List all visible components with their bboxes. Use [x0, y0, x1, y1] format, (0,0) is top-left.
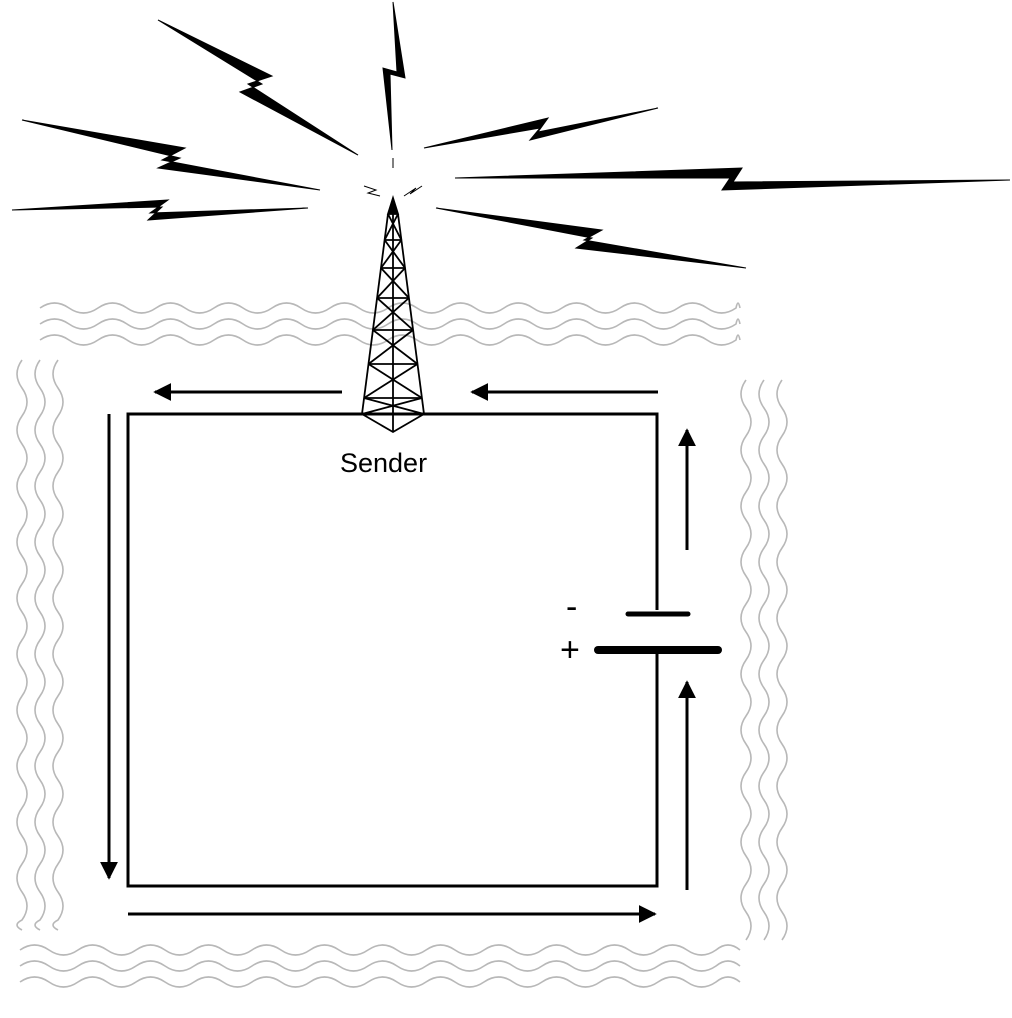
field-wave-left: [34, 359, 46, 931]
antenna-spark-icon: [363, 158, 423, 197]
field-wave-left: [52, 359, 64, 931]
field-wave-top: [39, 302, 741, 314]
field-wave-left: [16, 359, 28, 931]
radiation-bolt: [454, 167, 1011, 191]
field-wave-bottom: [19, 944, 741, 956]
radiation-bolt: [435, 207, 747, 269]
radiation-bolt: [11, 199, 309, 221]
field-wave-right: [776, 379, 788, 941]
battery-icon: [594, 611, 722, 654]
radiation-bolt: [423, 107, 659, 149]
circuit-wire: [126, 412, 659, 888]
field-wave-right: [758, 379, 770, 941]
battery-negative-label: -: [566, 588, 577, 626]
battery-positive-label: +: [560, 631, 580, 669]
field-waves: [16, 302, 788, 988]
radiation-bolt: [157, 19, 359, 156]
field-wave-top: [39, 318, 741, 330]
field-wave-top: [39, 334, 741, 346]
field-wave-bottom: [19, 976, 741, 988]
field-wave-bottom: [19, 960, 741, 972]
field-wave-right: [740, 379, 752, 941]
current-arrows: [100, 383, 696, 923]
antenna-tower-icon: [361, 194, 425, 434]
radiation-bolts: [11, 1, 1011, 269]
radiation-bolt: [21, 119, 321, 191]
radiation-bolt: [382, 1, 406, 151]
sender-label: Sender: [340, 448, 427, 478]
